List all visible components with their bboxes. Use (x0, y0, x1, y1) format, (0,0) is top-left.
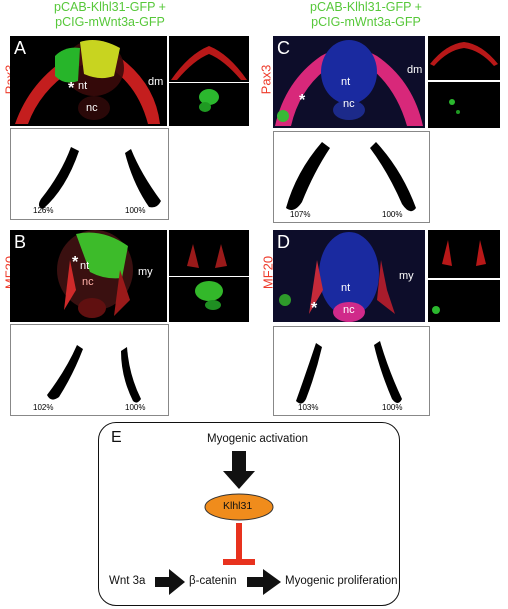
panel-c-star: * (299, 92, 306, 109)
panel-d-inset-red (428, 230, 500, 278)
panel-c-inset-red (428, 36, 500, 80)
klhl31-label: Klhl31 (223, 500, 253, 512)
panel-d-nc-label: nc (343, 304, 355, 316)
panel-c-mask-graphic (286, 142, 416, 212)
panel-a-inset-red (169, 36, 249, 82)
panel-d-pct-right: 100% (382, 403, 403, 412)
panel-b-pct-left: 102% (33, 403, 54, 412)
panel-d-star: * (311, 300, 318, 317)
panel-a-mask-graphic (38, 147, 161, 209)
panel-a-nc-label: nc (86, 102, 98, 114)
wnt3a-label: Wnt 3a (109, 575, 146, 587)
panel-b-star: * (72, 254, 79, 271)
panel-b-tissue-graphic (57, 230, 133, 318)
panel-c-tissue-graphic (273, 36, 425, 128)
panel-d-nt-label: nt (341, 282, 351, 294)
diagram-e: E Myogenic activation Klhl31 Wnt 3a β-ca… (98, 422, 400, 606)
panel-d-pct-left: 103% (298, 403, 319, 412)
myogenic-proliferation-label: Myogenic proliferation (285, 575, 398, 587)
panel-b-image: B nt nc my * (10, 230, 167, 322)
panel-c-pct-right: 100% (382, 210, 403, 219)
panel-a-letter: A (14, 38, 27, 58)
panel-d-my-label: my (399, 270, 414, 282)
panel-c-inset-green (428, 82, 500, 128)
panel-c-image: C nt nc dm * (273, 36, 425, 128)
panel-a-star: * (68, 80, 75, 97)
header-left-line1: pCAB-Klhl31-GFP + (54, 0, 166, 14)
panel-d-image: D nt nc my * (273, 230, 425, 322)
panel-a-tissue-graphic (15, 40, 160, 124)
panel-c-dm-label: dm (407, 64, 423, 76)
header-right-line1: pCAB-Klhl31-GFP + (310, 0, 422, 14)
panel-a-inset-green (169, 83, 249, 126)
panel-b-mask-graphic (47, 345, 141, 403)
panel-b-inset-red (169, 230, 249, 276)
panel-d-mask: 103% 100% (273, 326, 430, 416)
panel-c-nt-label: nt (341, 76, 351, 88)
header-right: pCAB-Klhl31-GFP + pCIG-mWnt3a-GFP (296, 0, 436, 30)
panel-d-mask-graphic (296, 341, 402, 404)
panel-a-dm-label: dm (148, 76, 164, 88)
panel-d-tissue-graphic (273, 230, 425, 322)
panel-a-nt-label: nt (78, 80, 88, 92)
panel-d-letter: D (277, 232, 290, 252)
panel-c-nc-label: nc (343, 98, 355, 110)
panel-b-nc-label: nc (82, 276, 94, 288)
stain-label-pax3-right: Pax3 (258, 64, 274, 95)
panel-b-my-label: my (138, 266, 153, 278)
panel-c-pct-left: 107% (290, 210, 311, 219)
panel-a-image: A nt nc dm * (10, 36, 167, 126)
myogenic-activation-label: Myogenic activation (207, 433, 308, 445)
panel-c-mask: 107% 100% (273, 131, 430, 223)
panel-a-mask: 126% 100% (10, 128, 169, 220)
panel-d-inset-green (428, 280, 500, 322)
header-left: pCAB-Klhl31-GFP + pCIG-mWnt3a-GFP (40, 0, 180, 30)
panel-a-pct-left: 126% (33, 206, 54, 215)
header-right-line2: pCIG-mWnt3a-GFP (311, 15, 421, 29)
panel-a-pct-right: 100% (125, 206, 146, 215)
panel-b-letter: B (14, 232, 27, 252)
diagram-e-arrows (155, 451, 281, 595)
panel-b-nt-label: nt (80, 260, 90, 272)
diagram-e-letter: E (111, 429, 122, 446)
panel-b-inset-green (169, 277, 249, 322)
panel-b-mask: 102% 100% (10, 324, 169, 416)
panel-c-letter: C (277, 38, 290, 58)
beta-catenin-label: β-catenin (189, 575, 237, 587)
panel-b-pct-right: 100% (125, 403, 146, 412)
header-left-line2: pCIG-mWnt3a-GFP (55, 15, 165, 29)
